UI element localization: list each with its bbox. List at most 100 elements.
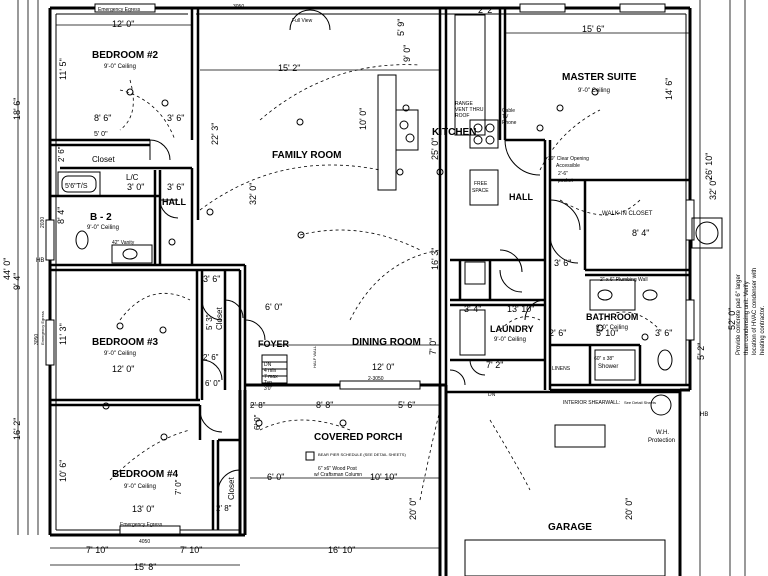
- washer: [464, 261, 486, 285]
- windows: [45, 3, 695, 535]
- dim-12-0c: 12' 0": [372, 362, 394, 372]
- dim-15-2: 15' 2": [278, 63, 300, 73]
- dim-52-0: 52' 0": [727, 308, 737, 330]
- dim-6-0c: 6' 0": [253, 414, 262, 430]
- label-closet-3: Closet: [227, 477, 236, 500]
- dim-2-8: 2' 8": [250, 401, 266, 410]
- note-wood-post: 6" x6" Wood Post: [318, 466, 357, 472]
- note-free-space: FREE: [474, 181, 488, 187]
- label-hall-left: HALL: [162, 197, 186, 207]
- label-master-suite: MASTER SUITE: [562, 72, 637, 83]
- laundry-shelf: [459, 309, 486, 356]
- notes: Emergency Egress Emergency Egress Emerge…: [34, 4, 766, 545]
- note-egress-left: Emergency Egress: [40, 311, 45, 345]
- dim-5-6: 5' 6": [398, 400, 415, 410]
- label-laundry: LAUNDRY: [490, 324, 534, 334]
- label-bedroom-4-ceiling: 9'-0" Ceiling: [124, 484, 156, 490]
- note-plumbing-wall: 2" x 6" Plumbing Wall: [600, 277, 648, 283]
- dim-10-6: 10' 6": [58, 460, 68, 482]
- note-accessible: Accessible: [556, 163, 580, 169]
- dim-6-0a: 6' 0": [265, 302, 282, 312]
- dim-5-2: 5' 2": [696, 343, 706, 360]
- master-toilet: [657, 349, 673, 371]
- label-bedroom-2-ceiling: 9'-0" Ceiling: [104, 64, 136, 70]
- note-egress-top: Emergency Egress: [98, 7, 141, 13]
- note-window-3050-left: 3050: [34, 334, 40, 345]
- dim-2-6b: 2' 6": [549, 328, 566, 338]
- dim-11-5: 11' 5": [58, 58, 68, 80]
- dim-15-6: 15' 6": [582, 24, 604, 34]
- label-bedroom-2: BEDROOM #2: [92, 50, 159, 61]
- hvac-condenser: [691, 217, 723, 249]
- dim-8-4b: 8' 4": [632, 228, 649, 238]
- note-foyer-rise: 4 min: [264, 368, 276, 374]
- dim-13-0: 13' 0": [132, 504, 154, 514]
- note-foyer-run: 3'0": [264, 386, 273, 392]
- water-heater: [650, 394, 672, 416]
- dim-5-3: 5' 3": [205, 314, 214, 330]
- dim-3-6a: 3' 6": [167, 113, 184, 123]
- dim-26-10: 26' 10": [704, 153, 714, 180]
- dim-6-0d: 6' 0": [205, 379, 221, 388]
- label-walk-in-closet: WALK-IN CLOSET: [602, 211, 653, 217]
- note-craftsman: w/ Craftsman Column: [314, 472, 362, 478]
- dim-16-3: 16' 3": [430, 248, 440, 270]
- dim-14-6: 14' 6": [664, 78, 674, 100]
- note-phone: Phone: [502, 120, 517, 126]
- garage-panel: [554, 424, 606, 448]
- dim-8-4: 8' 4": [56, 207, 66, 224]
- note-condenser-2: than condensing unit. Verify: [744, 281, 750, 355]
- dim-15-8: 15' 8": [134, 562, 156, 572]
- note-interior-shearwall: INTERIOR SHEARWALL:: [563, 400, 620, 406]
- note-window-2030: 2030: [40, 217, 46, 228]
- dimension-labels: 12' 0" 11' 5" 8' 6" 3' 6" 5' 0" 2' 6" 15…: [2, 5, 737, 572]
- note-free-space-2: SPACE: [472, 188, 489, 194]
- dim-11-3: 11' 3": [58, 323, 68, 345]
- note-vanity: 42" Vanity: [112, 240, 135, 246]
- note-range-roof: ROOF: [455, 113, 469, 119]
- label-foyer: FOYER: [258, 339, 290, 349]
- dim-3-6b: 3' 6": [167, 182, 184, 192]
- dim-18-6: 18' 6": [12, 98, 22, 120]
- dim-7-0: 7' 0": [428, 338, 438, 355]
- note-pocket-2: pocket: [558, 178, 573, 184]
- label-bedroom-4: BEDROOM #4: [112, 469, 179, 480]
- note-full-view: Full View: [292, 18, 313, 24]
- dim-2-2: 2' 2": [478, 5, 495, 15]
- note-foyer-dn: DN: [264, 362, 272, 368]
- note-condenser-4: heating contractor.: [760, 305, 766, 355]
- dim-7-10a: 7' 10": [86, 545, 108, 555]
- note-shearwall-detail: See Detail Sheets: [624, 400, 656, 405]
- dim-2-6c: 2' 6": [203, 353, 219, 362]
- label-ts: 5'6"T/S: [65, 183, 88, 190]
- light-fixtures: [102, 88, 649, 441]
- dim-8-6: 8' 6": [94, 113, 111, 123]
- label-lc: L/C: [126, 173, 139, 182]
- kitchen-sink: [395, 109, 419, 151]
- dim-2-8b: 2' 8": [216, 504, 232, 513]
- dim-32-0b: 32' 0": [708, 178, 718, 200]
- note-linens: LINENS: [552, 366, 571, 372]
- note-bear-pier: BEAR PIER SCHEDULE (SEE DETAIL SHEETS): [318, 452, 406, 457]
- note-range-vent: VENT THRU: [455, 107, 484, 113]
- dim-top-12-0: 12' 0": [112, 19, 134, 29]
- label-b2-ceiling: 9'-0" Ceiling: [87, 225, 119, 231]
- note-egress-bottom: Emergency Egress: [120, 522, 163, 528]
- dim-7-10b: 7' 10": [180, 545, 202, 555]
- dim-3-6e: 3' 6": [203, 274, 220, 284]
- note-range: RANGE: [455, 101, 473, 107]
- dim-9-4: 9' 4": [12, 273, 22, 290]
- dim-20-0b: 20' 0": [624, 498, 634, 520]
- bathtub-b2: [57, 171, 101, 197]
- dim-12-0b: 12' 0": [112, 364, 134, 374]
- label-bedroom-3-ceiling: 9'-0" Ceiling: [104, 351, 136, 357]
- note-foyer-rise-2: 7 max: [264, 374, 278, 380]
- label-closet: Closet: [92, 155, 115, 164]
- note-condenser-3: location of HVAC condenser with: [752, 268, 758, 355]
- note-window-3050-top: 3050: [233, 4, 244, 10]
- room-labels: BEDROOM #2 9'-0" Ceiling BEDROOM #3 9'-0…: [65, 50, 653, 533]
- note-clear-opening: 29" Clear Opening: [548, 156, 589, 162]
- note-wh: W.H.: [656, 430, 669, 436]
- note-shower: 60" x 38": [594, 356, 614, 362]
